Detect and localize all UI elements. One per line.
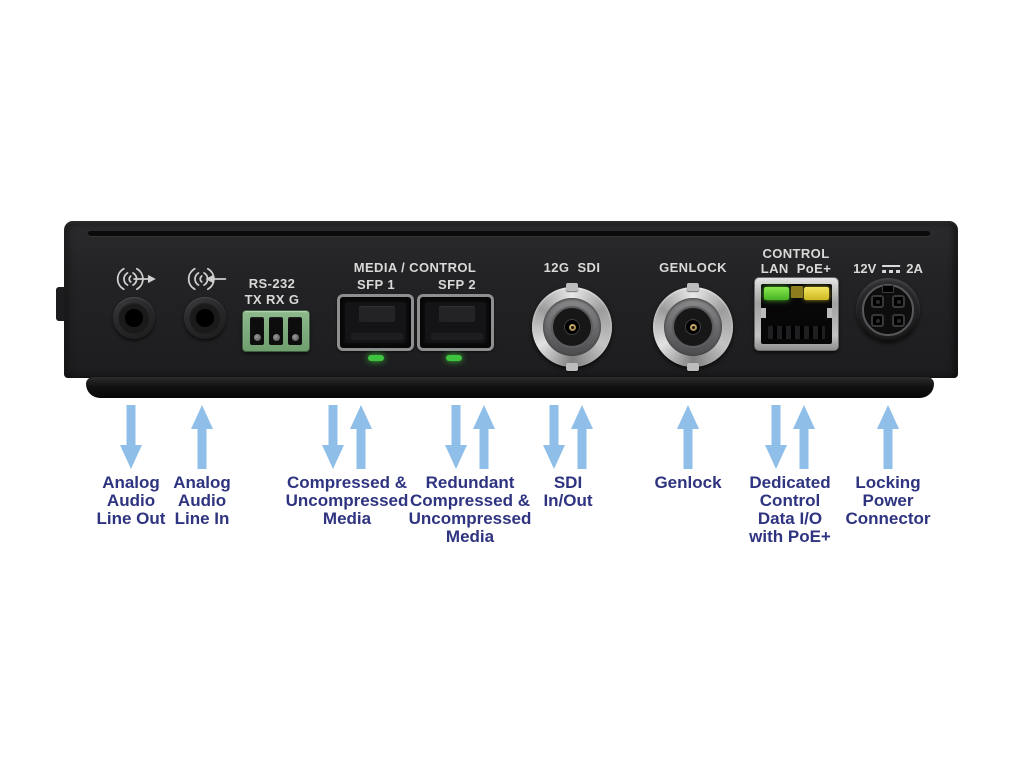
flow-arrow-up-icon	[473, 405, 495, 469]
flow-arrow-up-icon	[571, 405, 593, 469]
media-control-label: MEDIA / CONTROL	[353, 260, 477, 275]
genlock-label: GENLOCK	[659, 260, 727, 275]
analog-audio-out-jack	[113, 297, 155, 339]
callout-label: Genlock	[654, 473, 722, 492]
flow-arrows	[705, 405, 875, 469]
rs232-pinout-label: TX RX G	[244, 292, 300, 307]
power-rating-label: 12V 2A	[853, 261, 923, 276]
flow-arrows	[46, 405, 216, 469]
audio-line-in-icon	[187, 267, 227, 291]
flow-arrows	[117, 405, 287, 469]
control-label: CONTROL	[762, 246, 830, 261]
rs232-phoenix-connector	[242, 310, 310, 352]
rs232-label: RS-232	[248, 276, 296, 291]
genlock-bnc-connector	[653, 283, 733, 371]
sfp1-status-led	[368, 355, 384, 361]
sfp2-status-led	[446, 355, 462, 361]
lan-poe-label: LAN PoE+	[760, 261, 832, 276]
device-rear-panel	[64, 221, 958, 378]
locking-power-connector	[856, 278, 920, 342]
flow-arrow-down-icon	[765, 405, 787, 469]
sdi-bnc-connector	[532, 283, 612, 371]
chassis-side-tab	[56, 287, 65, 321]
sfp2-label: SFP 2	[438, 277, 476, 292]
flow-arrow-down-icon	[120, 405, 142, 469]
flow-arrow-down-icon	[543, 405, 565, 469]
audio-line-out-icon	[116, 267, 156, 291]
rj45-contacts	[768, 326, 825, 339]
flow-arrow-down-icon	[322, 405, 344, 469]
voltage-label: 12V	[853, 261, 877, 276]
flow-arrow-down-icon	[445, 405, 467, 469]
sfp1-label: SFP 1	[357, 277, 395, 292]
chassis-top-groove	[88, 231, 930, 236]
amperage-label: 2A	[906, 261, 923, 276]
sdi-label: 12G SDI	[543, 260, 601, 275]
sfp2-port	[417, 294, 494, 351]
flow-arrow-up-icon	[191, 405, 213, 469]
flow-arrows	[483, 405, 653, 469]
flow-arrow-up-icon	[677, 405, 699, 469]
flow-arrows	[603, 405, 773, 469]
lan-link-led	[764, 287, 789, 300]
lan-rj45-port	[754, 277, 839, 351]
dc-voltage-icon	[882, 264, 901, 273]
analog-audio-in-jack	[184, 297, 226, 339]
chassis-base	[86, 377, 934, 398]
flow-arrow-up-icon	[877, 405, 899, 469]
sfp1-port	[337, 294, 414, 351]
flow-arrows	[262, 405, 432, 469]
callout-genlock: Genlock	[603, 405, 773, 492]
flow-arrows	[385, 405, 555, 469]
flow-arrow-up-icon	[350, 405, 372, 469]
flow-arrow-up-icon	[793, 405, 815, 469]
lan-activity-led	[804, 287, 829, 300]
flow-arrows	[803, 405, 973, 469]
